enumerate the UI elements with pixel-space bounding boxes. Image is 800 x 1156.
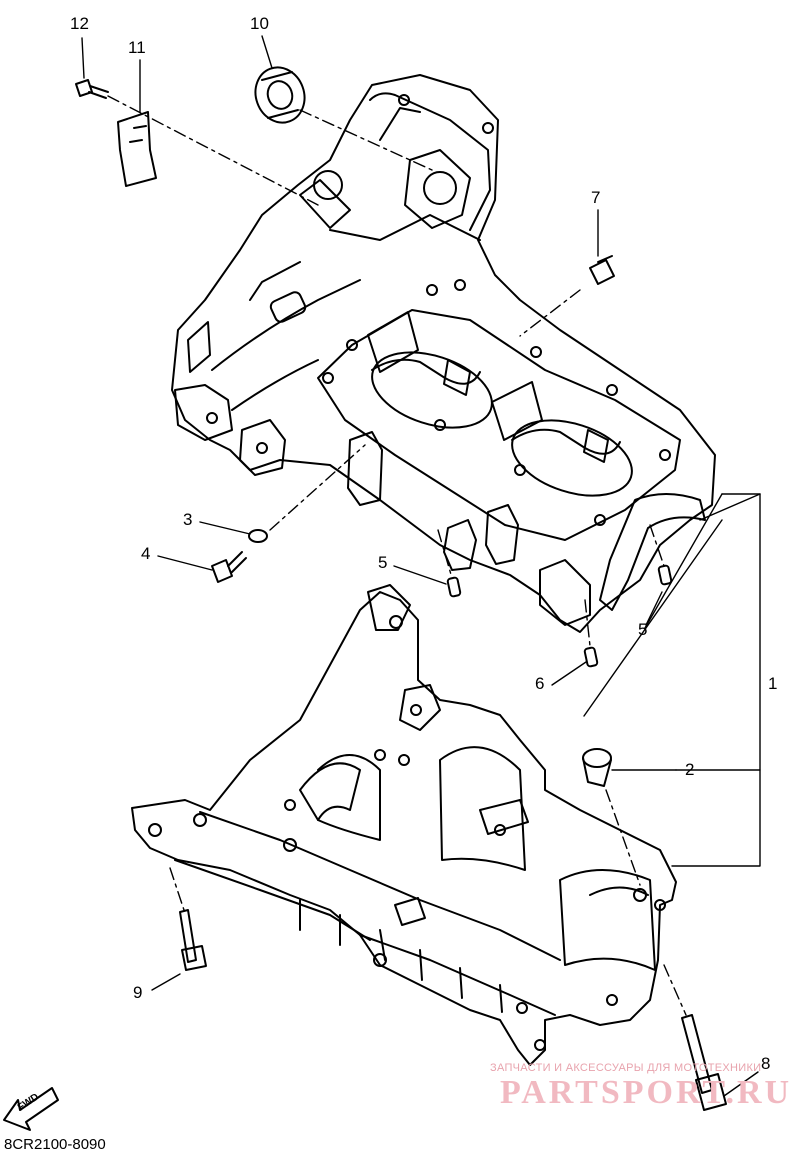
callout-10: 10 bbox=[250, 14, 269, 33]
callout-9: 9 bbox=[133, 983, 143, 1002]
fasteners bbox=[75, 66, 727, 1111]
washer-3 bbox=[248, 529, 268, 543]
watermark-tagline: ЗАПЧАСТИ И АКСЕССУАРЫ ДЛЯ МОТОТЕХНИКИ bbox=[490, 1062, 762, 1074]
callout-6: 6 bbox=[535, 674, 545, 693]
callout-2: 2 bbox=[685, 760, 695, 779]
lower-crankcase bbox=[131, 584, 677, 1066]
callout-11: 11 bbox=[128, 38, 146, 57]
bearing-10 bbox=[254, 66, 306, 124]
callout-7: 7 bbox=[591, 188, 601, 207]
pin-6 bbox=[583, 646, 599, 668]
bracket-11 bbox=[117, 111, 157, 187]
bolt-8 bbox=[681, 1014, 727, 1111]
diagram-code: 8CR2100-8090 bbox=[4, 1136, 106, 1153]
callout-3: 3 bbox=[183, 510, 193, 529]
callout-5a: 5 bbox=[378, 553, 388, 572]
plug-2 bbox=[582, 748, 612, 787]
bolt-9 bbox=[179, 909, 207, 971]
callout-12: 12 bbox=[70, 14, 89, 33]
callout-8: 8 bbox=[761, 1054, 771, 1073]
callout-5b: 5 bbox=[638, 620, 648, 639]
upper-crankcase bbox=[171, 74, 716, 633]
callout-4: 4 bbox=[141, 544, 151, 563]
leader-lines bbox=[81, 35, 761, 1097]
bolt-12 bbox=[75, 79, 109, 99]
dowel-7 bbox=[589, 255, 615, 285]
watermark-brand: PARTSPORT.RU bbox=[500, 1074, 793, 1111]
callout-1: 1 bbox=[768, 674, 778, 693]
fwd-arrow-icon bbox=[3, 1087, 59, 1131]
bolt-4 bbox=[211, 551, 247, 583]
pin-5b bbox=[657, 564, 673, 586]
pin-5a bbox=[446, 576, 462, 598]
